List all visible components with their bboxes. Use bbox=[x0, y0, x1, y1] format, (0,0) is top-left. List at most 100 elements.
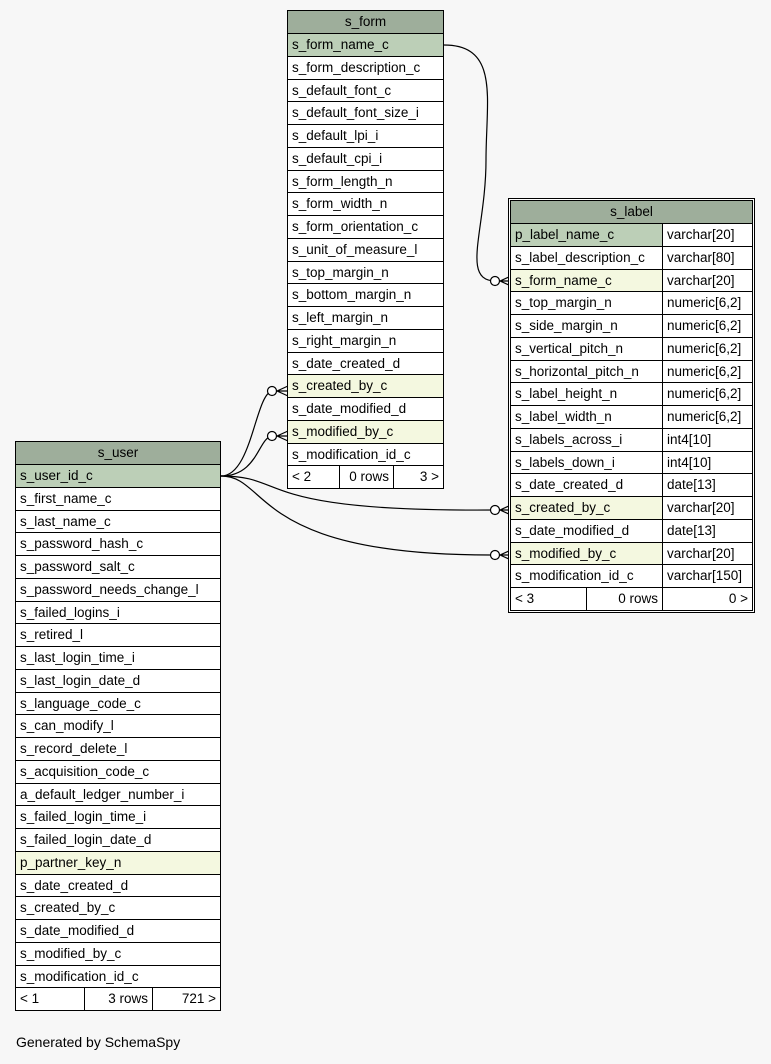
column-name: s_last_login_time_i bbox=[20, 650, 135, 665]
column-name: s_unit_of_measure_l bbox=[292, 241, 418, 257]
column-type: numeric[6,2] bbox=[662, 337, 752, 360]
column-row[interactable]: s_unit_of_measure_l bbox=[288, 239, 443, 262]
column-row[interactable]: s_can_modify_l bbox=[16, 715, 220, 738]
footer-row-count: 0 rows bbox=[340, 466, 394, 489]
column-row[interactable]: s_date_modified_d bbox=[288, 398, 443, 421]
column-name: s_failed_login_date_d bbox=[20, 832, 152, 847]
column-row[interactable]: s_default_lpi_i bbox=[288, 125, 443, 148]
table-title[interactable]: s_form bbox=[288, 11, 443, 34]
column-row[interactable]: s_form_description_c bbox=[288, 57, 443, 80]
column-row[interactable]: s_date_created_d bbox=[16, 875, 220, 898]
column-row[interactable]: s_first_name_c bbox=[16, 488, 220, 511]
column-row[interactable]: s_password_needs_change_l bbox=[16, 579, 220, 602]
edge-form-to-label bbox=[443, 44, 497, 282]
column-row[interactable]: s_failed_login_time_i bbox=[16, 806, 220, 829]
column-row[interactable]: s_side_margin_n numeric[6,2] bbox=[511, 315, 752, 338]
column-type: numeric[6,2] bbox=[662, 315, 752, 337]
column-type: int4[10] bbox=[662, 451, 752, 474]
column-type: numeric[6,2] bbox=[662, 406, 752, 428]
column-row[interactable]: p_partner_key_n bbox=[16, 851, 220, 875]
column-row[interactable]: s_language_code_c bbox=[16, 693, 220, 716]
column-row[interactable]: s_default_font_size_i bbox=[288, 102, 443, 125]
column-row[interactable]: s_created_by_c bbox=[16, 897, 220, 920]
table-title[interactable]: s_user bbox=[16, 442, 220, 465]
column-row[interactable]: s_default_cpi_i bbox=[288, 148, 443, 171]
column-row[interactable]: s_form_orientation_c bbox=[288, 216, 443, 239]
column-name: s_bottom_margin_n bbox=[292, 287, 412, 303]
column-type: varchar[20] bbox=[662, 224, 752, 246]
column-row[interactable]: s_created_by_c bbox=[288, 375, 443, 398]
column-row[interactable]: s_retired_l bbox=[16, 624, 220, 647]
column-name: s_left_margin_n bbox=[292, 310, 389, 325]
column-name: s_last_login_date_d bbox=[20, 672, 141, 688]
column-row[interactable]: s_password_salt_c bbox=[16, 556, 220, 579]
column-type: varchar[80] bbox=[662, 246, 752, 269]
footer-children: 3 > bbox=[419, 469, 439, 485]
column-row[interactable]: s_form_width_n bbox=[288, 193, 443, 216]
column-name: s_form_width_n bbox=[292, 196, 388, 212]
column-row[interactable]: s_date_modified_d bbox=[16, 920, 220, 943]
footer-parents: < 2 bbox=[288, 466, 340, 489]
column-row[interactable]: s_failed_logins_i bbox=[16, 602, 220, 625]
column-name: s_password_needs_change_l bbox=[20, 581, 199, 597]
column-row[interactable]: s_default_font_c bbox=[288, 80, 443, 103]
column-row[interactable]: s_user_id_c bbox=[16, 465, 220, 488]
column-row[interactable]: s_modification_id_c bbox=[288, 444, 443, 467]
column-name: s_first_name_c bbox=[20, 490, 112, 506]
column-row[interactable]: s_last_login_date_d bbox=[16, 670, 220, 693]
column-row[interactable]: a_default_ledger_number_i bbox=[16, 784, 220, 807]
column-name: s_form_name_c bbox=[515, 272, 612, 288]
column-name: s_label_height_n bbox=[515, 386, 618, 402]
column-row[interactable]: s_modification_id_c bbox=[16, 966, 220, 989]
column-row[interactable]: s_modified_by_c bbox=[16, 943, 220, 966]
column-name: s_created_by_c bbox=[292, 378, 388, 394]
column-name: s_modification_id_c bbox=[20, 968, 139, 984]
column-row[interactable]: s_record_delete_l bbox=[16, 738, 220, 761]
column-name: s_acquisition_code_c bbox=[20, 763, 150, 779]
column-row[interactable]: s_left_margin_n bbox=[288, 307, 443, 330]
column-row[interactable]: s_acquisition_code_c bbox=[16, 761, 220, 784]
column-row[interactable]: s_bottom_margin_n bbox=[288, 284, 443, 307]
column-name: s_last_name_c bbox=[20, 513, 111, 529]
column-row[interactable]: s_last_login_time_i bbox=[16, 647, 220, 670]
column-row[interactable]: s_form_name_c varchar[20] bbox=[511, 269, 752, 293]
column-row[interactable]: s_last_name_c bbox=[16, 511, 220, 534]
column-name: s_form_length_n bbox=[292, 173, 393, 189]
column-row[interactable]: s_form_name_c bbox=[288, 34, 443, 57]
column-name: s_created_by_c bbox=[20, 900, 116, 916]
column-row[interactable]: s_failed_login_date_d bbox=[16, 829, 220, 852]
column-name: s_vertical_pitch_n bbox=[515, 340, 624, 356]
column-row[interactable]: s_top_margin_n bbox=[288, 262, 443, 285]
column-row[interactable]: s_password_hash_c bbox=[16, 533, 220, 556]
column-type: numeric[6,2] bbox=[662, 292, 752, 314]
table-s-user[interactable]: s_user s_user_id_c s_first_name_c s_last_n… bbox=[15, 441, 221, 1012]
column-name: s_modified_by_c bbox=[292, 423, 394, 439]
column-type: int4[10] bbox=[662, 428, 752, 451]
column-row[interactable]: s_form_length_n bbox=[288, 171, 443, 194]
footer-row-count: 3 rows bbox=[85, 988, 153, 1011]
column-row[interactable]: s_modified_by_c bbox=[288, 420, 443, 444]
column-type: varchar[20] bbox=[662, 269, 752, 292]
column-name: s_language_code_c bbox=[20, 695, 141, 711]
table-title[interactable]: s_label bbox=[511, 201, 752, 224]
column-row[interactable]: s_vertical_pitch_n numeric[6,2] bbox=[511, 337, 752, 361]
column-row[interactable]: s_date_created_d bbox=[288, 353, 443, 376]
column-row[interactable]: s_right_margin_n bbox=[288, 330, 443, 353]
column-name: s_date_created_d bbox=[20, 877, 129, 893]
column-name: s_side_margin_n bbox=[515, 318, 618, 333]
